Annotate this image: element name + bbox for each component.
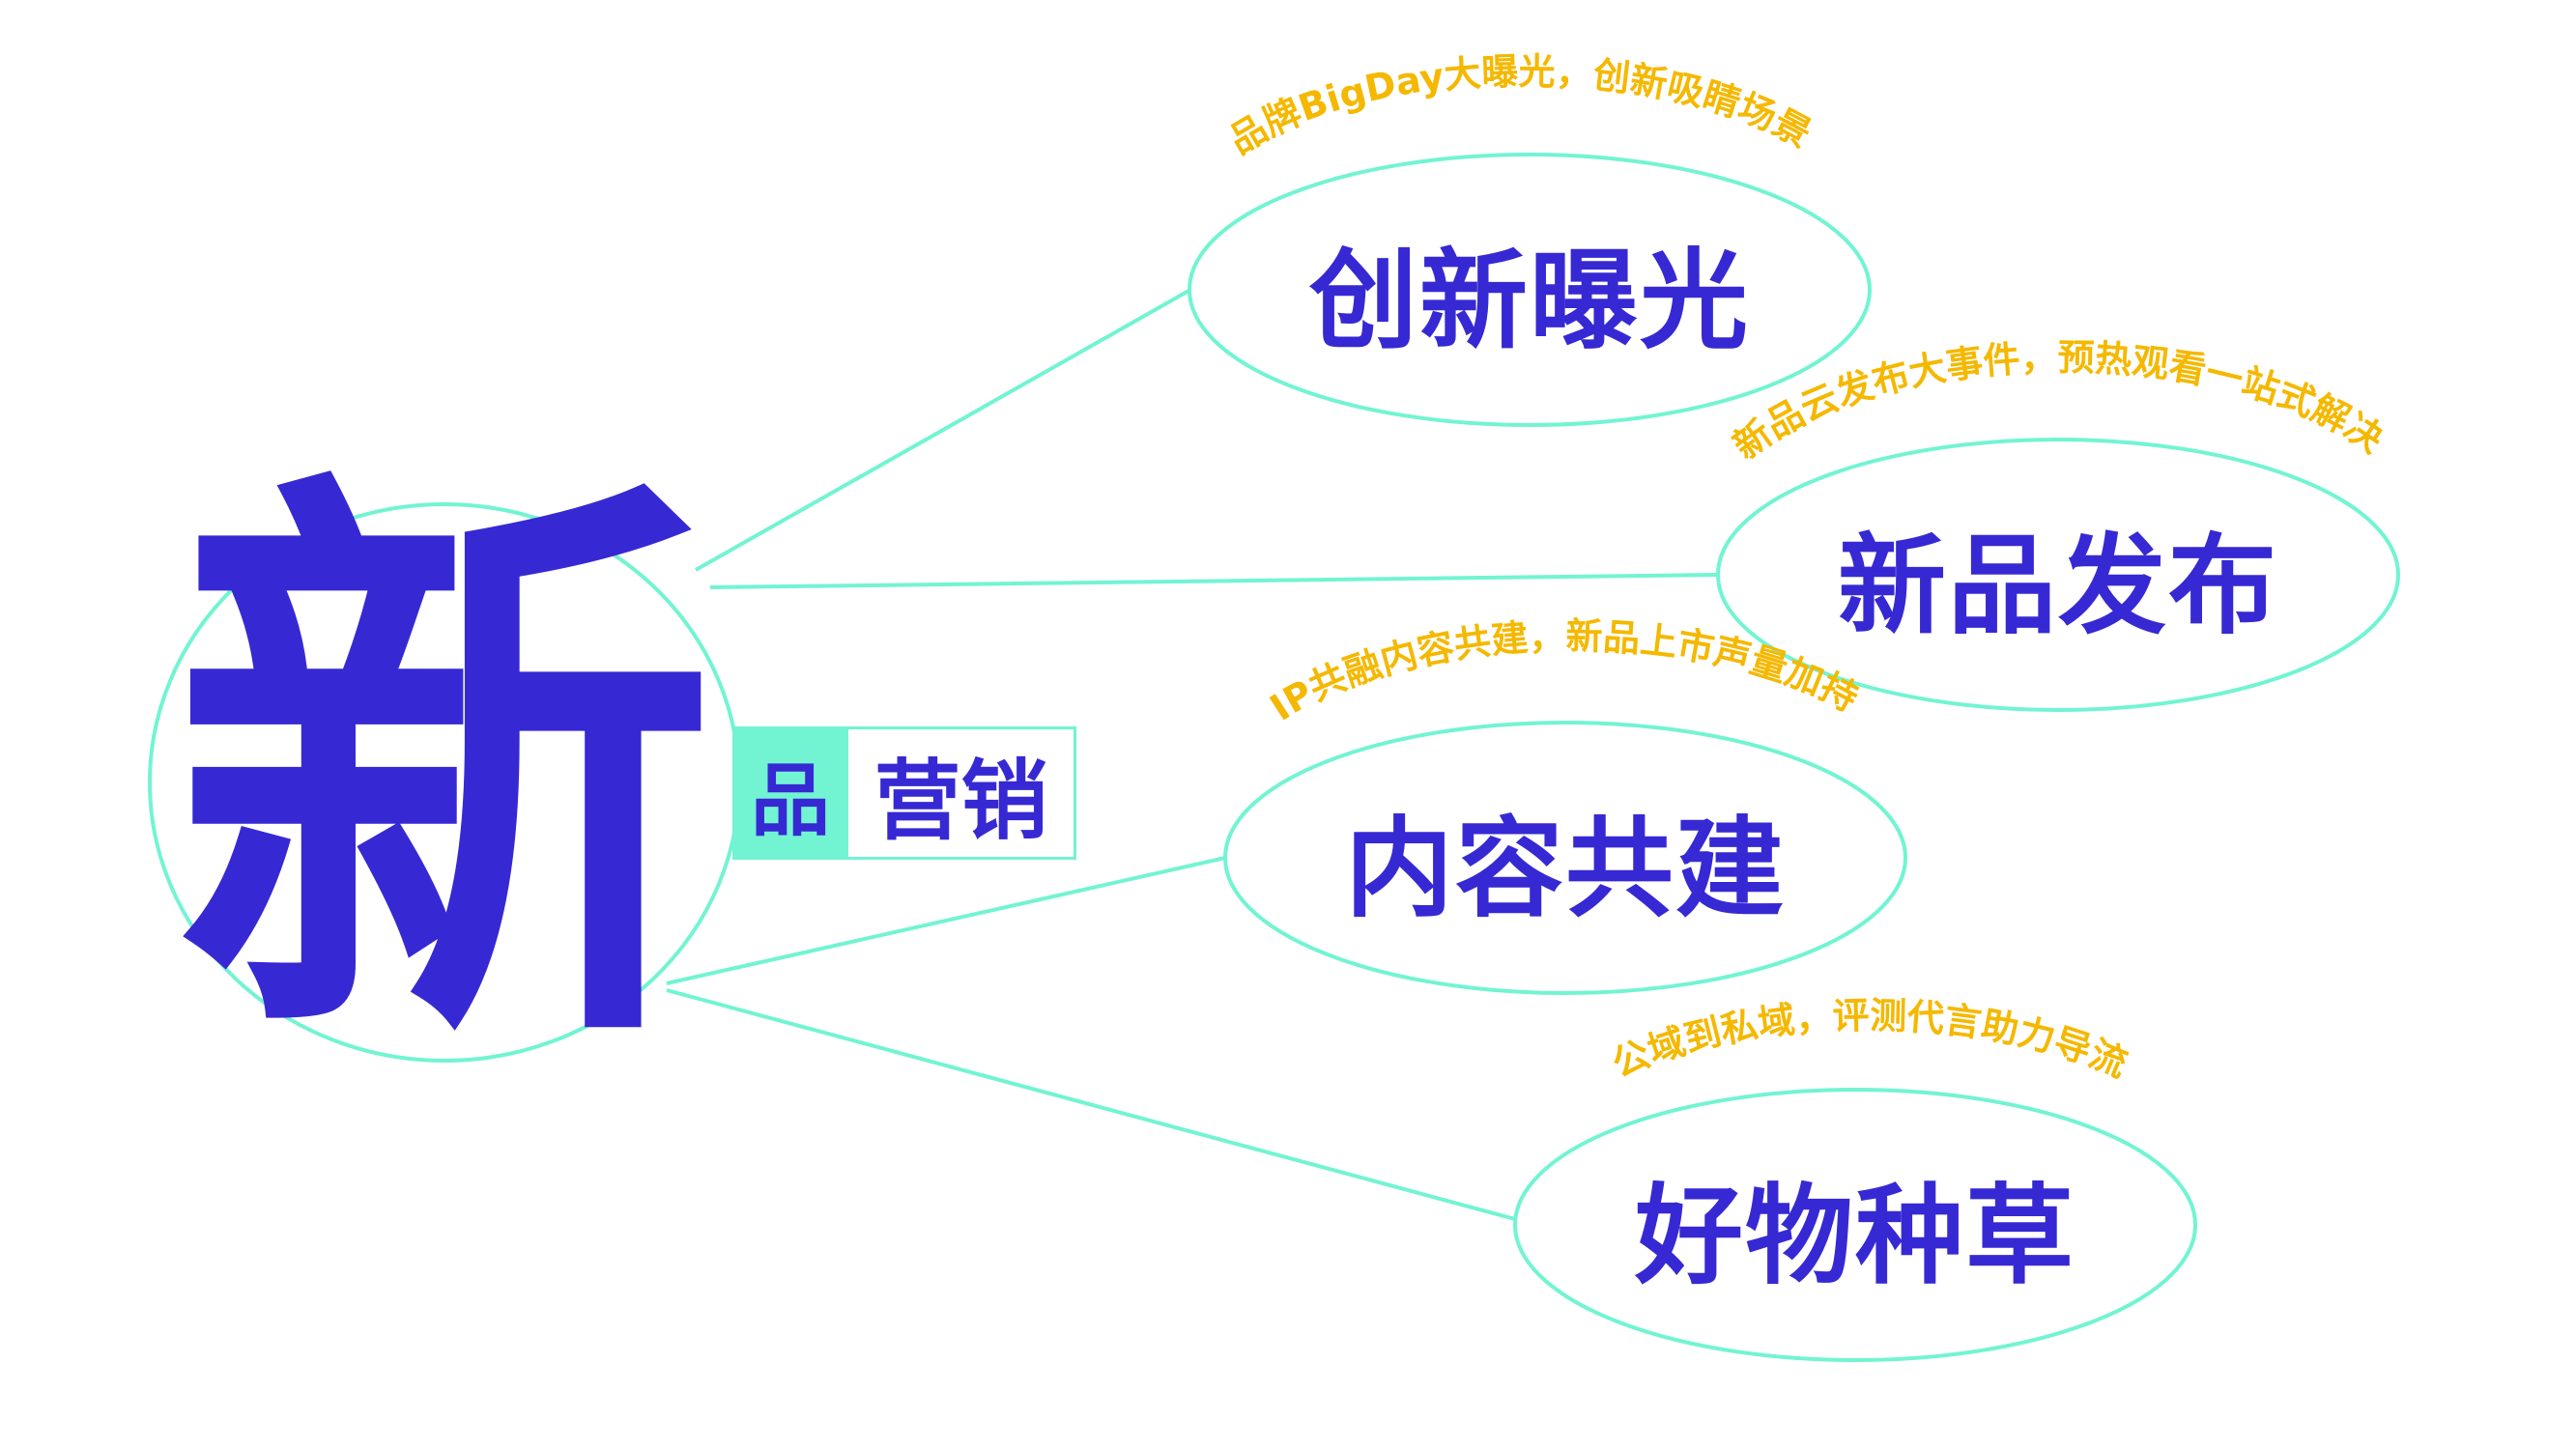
- hub-tag: 品 营销: [732, 726, 1076, 860]
- branch-title-3: 内容共建: [1345, 807, 1786, 932]
- connector-lines: [666, 288, 1721, 1221]
- branch-title-1: 创新曝光: [1309, 239, 1750, 364]
- hub-main-char: 新: [174, 432, 715, 1114]
- branch-ellipse-2[interactable]: [1716, 438, 2400, 712]
- hub-tag-highlight: 品: [732, 726, 848, 860]
- branch-ellipse-3[interactable]: [1223, 721, 1907, 995]
- connector-line-4: [666, 988, 1516, 1221]
- connector-line-3: [666, 856, 1226, 985]
- branch-title-2: 新品发布: [1838, 524, 2278, 649]
- hub-tag-rest: 营销: [848, 726, 1076, 860]
- connector-line-1: [695, 288, 1191, 572]
- branch-subtitle-4: 公域到私域，评测代言助力导流: [1606, 994, 2133, 1086]
- branch-subtitle-1: 品牌BigDay大曝光，创新吸睛场景: [1221, 50, 1818, 162]
- branch-title-4: 好物种草: [1635, 1174, 2075, 1299]
- branch-ellipse-1[interactable]: [1188, 153, 1872, 427]
- branch-ellipse-4[interactable]: [1513, 1088, 2197, 1362]
- connector-line-2: [709, 573, 1721, 589]
